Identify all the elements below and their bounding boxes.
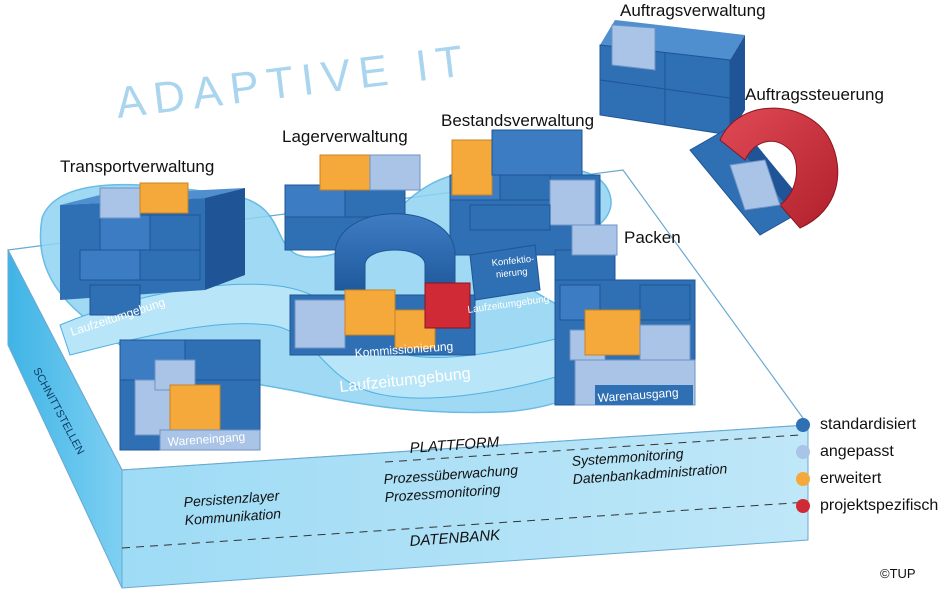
module-konfektionierung [469, 244, 541, 301]
module-label-bestandsverwaltung: Bestandsverwaltung [441, 111, 594, 130]
module-label-packen: Packen [624, 228, 681, 247]
module-auftragsverwaltung [599, 20, 745, 136]
platform-col1-line1: Persistenzlayer [183, 487, 281, 510]
platform-title: PLATTFORM [409, 434, 500, 457]
legend-swatch [796, 444, 810, 459]
module-label-auftragsverwaltung: Auftragsverwaltung [620, 1, 766, 20]
module-label-kommissionierung: Kommissionierung [354, 339, 453, 360]
module-bestandsverwaltung [449, 129, 601, 256]
legend-swatch [796, 417, 810, 432]
module-label-konfektionierung: Konfektio- nierung [491, 253, 539, 281]
legend: standardisiert angepasst erweitert proje… [796, 411, 938, 519]
legend-label: erweitert [820, 469, 882, 487]
legend-label: angepasst [820, 442, 894, 460]
module-wareneingang [119, 339, 261, 451]
module-label-lagerverwaltung: Lagerverwaltung [282, 127, 408, 146]
legend-label: standardisiert [820, 415, 917, 433]
legend-swatch [796, 498, 810, 513]
module-label-auftragssteuerung: Auftragssteuerung [745, 85, 884, 104]
module-label-transportverwaltung: Transportverwaltung [60, 157, 214, 176]
module-transportverwaltung [60, 182, 245, 316]
platform-col3-line1: Systemmonitoring [571, 445, 684, 469]
module-kommissionierung [289, 213, 476, 356]
platform-col1-line2: Kommunikation [184, 505, 282, 528]
module-warenausgang [554, 279, 696, 406]
legend-label: projektspezifisch [820, 496, 939, 514]
adaptive-it-title: ADAPTIVE IT [113, 36, 473, 128]
legend-item-projektspezifisch: projektspezifisch [796, 492, 938, 519]
legend-swatch [796, 471, 810, 486]
platform-database-label: DATENBANK [409, 527, 502, 550]
legend-item-angepasst: angepasst [796, 438, 938, 465]
copyright-notice: ©TUP [880, 566, 916, 581]
module-label-wareneingang: Wareneingang [167, 430, 245, 449]
module-label-warenausgang: Warenausgang [597, 385, 679, 405]
legend-item-standardisiert: standardisiert [796, 411, 938, 438]
legend-item-erweitert: erweitert [796, 465, 938, 492]
module-auftragssteuerung [689, 107, 839, 236]
